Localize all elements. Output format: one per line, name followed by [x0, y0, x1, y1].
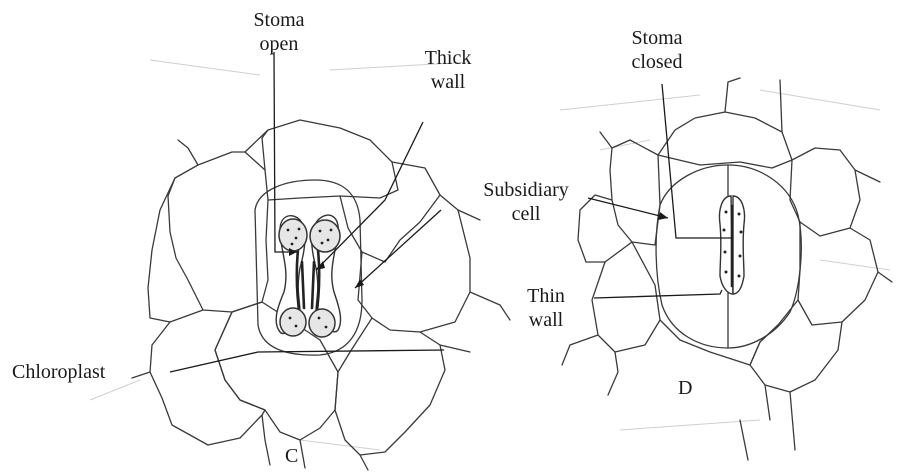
label-subsidiary-line1: Subsidiary: [470, 178, 582, 202]
d-guard-cells: [719, 196, 744, 294]
c-chloroplast-top-left: [279, 219, 307, 251]
caption-c: C: [285, 444, 298, 468]
d-leader-thin-wall: [594, 290, 722, 298]
label-stoma-closed-line1: Stoma: [620, 26, 694, 50]
c-subsidiary-cell-outline: [255, 180, 362, 355]
label-subsidiary-cell: Subsidiary cell: [470, 178, 582, 226]
c-chloroplast-bottom-right: [309, 309, 335, 337]
label-subsidiary-line2: cell: [470, 202, 582, 226]
c-cell-right: [358, 195, 470, 332]
label-thin-wall: Thin wall: [520, 284, 572, 332]
label-thick-wall: Thick wall: [418, 46, 478, 94]
d-cell-left: [578, 195, 612, 262]
c-cell-far-left: [148, 178, 175, 322]
c-leader-thick-wall-2: [355, 210, 441, 288]
figure-c-epidermal-cells: [132, 52, 510, 470]
d-cell-top-left: [610, 140, 660, 245]
label-stoma-closed-line2: closed: [620, 50, 694, 74]
label-thin-wall-line2: wall: [520, 308, 572, 332]
d-leader-subsidiary: [588, 198, 668, 218]
figure-d-epidermal-cells: [562, 78, 892, 460]
c-pore-inner: [302, 262, 314, 308]
c-chloroplast-top-right: [310, 220, 340, 252]
label-thick-wall-line1: Thick: [418, 46, 478, 70]
label-stoma-closed: Stoma closed: [620, 26, 694, 74]
caption-d: D: [678, 376, 692, 400]
c-chloroplast-bottom-left: [280, 308, 306, 336]
d-cell-top: [658, 112, 792, 168]
d-cell-bottom: [660, 320, 778, 365]
d-guard-cell-right: [733, 196, 745, 294]
label-thick-wall-line2: wall: [418, 70, 478, 94]
label-stoma-open: Stoma open: [246, 8, 312, 56]
c-leader-chloroplast: [170, 350, 444, 372]
d-cell-bottom-right: [750, 300, 842, 392]
background-texture: [90, 60, 890, 450]
c-cell-top-left: [168, 152, 268, 312]
c-cell-top: [245, 120, 398, 200]
label-stoma-open-line2: open: [246, 32, 312, 56]
d-cell-right: [798, 222, 878, 325]
label-chloroplast: Chloroplast: [12, 360, 105, 384]
c-cell-top-right: [340, 162, 440, 262]
c-cell-bottom-left: [150, 310, 265, 445]
c-cell-lower-mid: [262, 415, 368, 470]
label-thin-wall-line1: Thin: [520, 284, 572, 308]
label-stoma-open-line1: Stoma: [246, 8, 312, 32]
